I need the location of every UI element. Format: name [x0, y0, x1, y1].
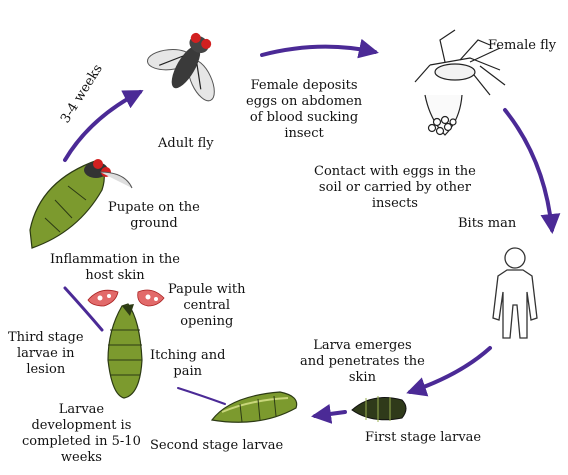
label-pupate: Pupate on the ground	[108, 200, 200, 232]
label-adult-fly: Adult fly	[158, 136, 214, 152]
adult-fly-drawing	[137, 16, 241, 111]
arrow-female-to-man	[505, 110, 552, 230]
skin-papules	[88, 290, 164, 306]
arrow-adult-to-female	[262, 47, 375, 55]
second-stage-larva	[212, 392, 297, 422]
label-first-stage: First stage larvae	[365, 430, 481, 446]
third-stage-larva	[108, 304, 142, 398]
label-contact-eggs: Contact with eggs in the soil or carried…	[314, 164, 476, 212]
label-papule: Papule with central opening	[168, 282, 245, 330]
label-inflammation: Inflammation in the host skin	[50, 252, 180, 284]
label-second-stage: Second stage larvae	[150, 438, 283, 454]
label-itching: Itching and pain	[150, 348, 225, 380]
label-bits-man: Bits man	[458, 216, 516, 232]
human-figure	[493, 248, 537, 338]
label-female-deposits: Female deposits eggs on abdomen of blood…	[246, 78, 362, 142]
arrow-second-to-lesion	[178, 388, 225, 404]
label-larva-emerges: Larva emerges and penetrates the skin	[300, 338, 425, 386]
arrow-first-to-second	[315, 412, 345, 416]
label-third-stage: Third stage larvae in lesion	[8, 330, 84, 378]
label-female-fly: Female fly	[488, 38, 556, 54]
first-stage-larva	[352, 396, 406, 422]
label-larvae-development: Larvae development is completed in 5-10 …	[22, 402, 141, 466]
